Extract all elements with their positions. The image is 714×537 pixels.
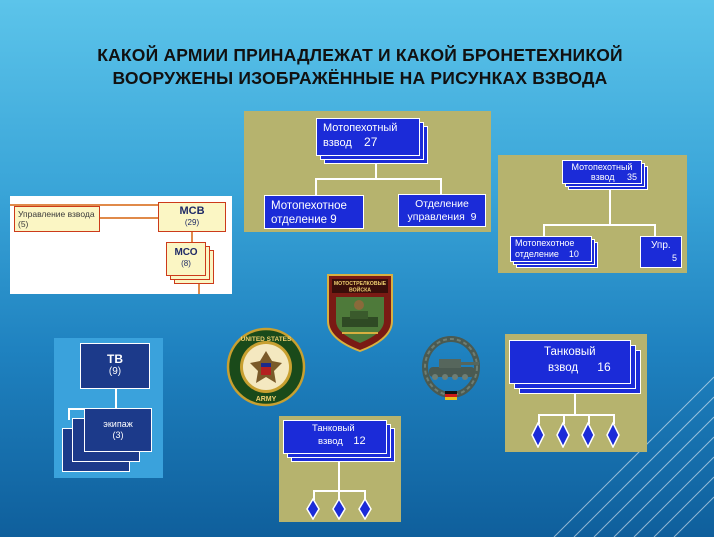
ru-msv-box: МСВ (29) <box>158 202 226 232</box>
connector <box>654 224 656 236</box>
connector <box>115 389 117 408</box>
panel-de-tank: Танковый взвод 16 <box>505 334 647 452</box>
ru-mso-count: (8) <box>181 259 191 268</box>
ru-mso-stack: МСО (8) <box>166 242 214 284</box>
connector <box>338 490 340 500</box>
ru-mso-label: МСО <box>174 247 198 258</box>
german-armor-badge-icon <box>422 336 480 400</box>
de-mech-child1-line1: Мотопехотное <box>515 238 575 248</box>
ru-mgmt-label: Управление взвода (5) <box>18 209 95 229</box>
emblem-ru-text2: ВОЙСКА <box>349 286 371 294</box>
panel-us-mech-platoon: Мотопехотный взвод 27 Мотопехотное отдел… <box>244 111 491 232</box>
ru-msv-label: МСВ <box>179 205 205 217</box>
emblem-us-text1: UNITED STATES <box>241 336 292 343</box>
us-mech-child-squad: Мотопехотное отделение 9 <box>264 195 364 229</box>
connector <box>364 490 366 500</box>
connector <box>313 490 315 500</box>
de-tank-line2: взвод <box>548 362 579 374</box>
us-tank-line1: Танковый <box>312 423 355 434</box>
us-mech-root-count: 27 <box>364 135 378 149</box>
de-mech-child-squad: Мотопехотное отделение 10 <box>510 236 598 268</box>
connector <box>609 190 611 224</box>
connector <box>68 408 70 420</box>
ru-tv-box: ТВ (9) <box>80 343 150 389</box>
connector <box>100 217 158 219</box>
de-mech-child2-count: 5 <box>671 253 677 263</box>
de-tank-root-box: Танковый взвод 16 <box>509 340 641 394</box>
panel-ru-tank: ТВ (9) экипаж (3) <box>54 338 163 478</box>
ru-tv-count: (9) <box>108 366 122 377</box>
us-mech-root-line1: Мотопехотный <box>323 122 398 134</box>
ru-msv-count: (29) <box>184 218 200 227</box>
de-tank-diamond-icons <box>531 422 620 448</box>
connector <box>440 178 442 194</box>
de-mech-root-line2: взвод <box>590 172 615 182</box>
connector <box>10 204 158 206</box>
ru-mgmt-box: Управление взвода (5) <box>14 206 100 232</box>
us-mech-root-line2: взвод <box>323 137 352 149</box>
connector <box>338 462 340 490</box>
de-mech-child2-line1: Упр. <box>651 240 671 251</box>
de-mech-root-box: Мотопехотный взвод 35 <box>562 160 648 190</box>
connector <box>315 178 317 195</box>
us-mech-child1-line2: отделение <box>271 214 328 226</box>
us-mech-root-box: Мотопехотный взвод 27 <box>316 118 428 164</box>
connector <box>574 394 576 414</box>
ru-crew-stack: экипаж (3) <box>58 406 158 474</box>
de-mech-root-count: 35 <box>626 172 637 182</box>
us-mech-child1-line1: Мотопехотное <box>271 200 347 212</box>
connector <box>543 224 545 236</box>
ru-crew-count: (3) <box>112 430 124 440</box>
us-tank-line2: взвод <box>318 436 343 447</box>
panel-de-mech-platoon: Мотопехотный взвод 35 Мотопехотное отдел… <box>498 155 687 273</box>
us-tank-root-box: Танковый взвод 12 <box>283 420 395 462</box>
connector <box>198 284 200 294</box>
us-tank-diamond-icons <box>306 498 372 520</box>
us-army-seal-emblem: UNITED STATES ARMY <box>226 327 306 407</box>
us-mech-child-hq: Отделение управления 9 <box>398 194 486 227</box>
title-line-1: КАКОЙ АРМИИ ПРИНАДЛЕЖАТ И КАКОЙ БРОНЕТЕХ… <box>97 45 623 65</box>
decorative-lines <box>553 376 714 537</box>
emblem-ru-text1: МОТОСТРЕЛКОВЫЕ <box>334 281 387 287</box>
connector <box>543 224 655 226</box>
ru-crew-label: экипаж <box>103 419 133 429</box>
connector <box>563 414 565 424</box>
connector <box>538 414 614 416</box>
us-mech-child2-line1: Отделение <box>415 198 469 210</box>
emblem-us-text2: ARMY <box>256 396 277 403</box>
us-mech-child2-line2: управления <box>407 211 465 223</box>
connector <box>191 232 193 242</box>
panel-ru-msv: Управление взвода (5) МСВ (29) МСО (8) <box>10 196 232 294</box>
de-tank-count: 16 <box>597 360 611 374</box>
de-mech-child-hq: Упр. 5 <box>640 236 682 268</box>
us-mech-child1-count: 9 <box>330 214 337 226</box>
connector <box>613 414 615 424</box>
connector <box>315 178 441 180</box>
de-tank-line1: Танковый <box>544 346 596 358</box>
motor-rifle-troops-emblem: МОТОСТРЕЛКОВЫЕ ВОЙСКА <box>327 274 393 353</box>
title-line-2: ВООРУЖЕНЫ ИЗОБРАЖЁННЫЕ НА РИСУНКАХ ВЗВОД… <box>112 68 608 88</box>
connector <box>588 414 590 424</box>
connector <box>538 414 540 424</box>
ru-tv-label: ТВ <box>107 352 123 366</box>
us-tank-count: 12 <box>353 435 366 447</box>
slide-title: КАКОЙ АРМИИ ПРИНАДЛЕЖАТ И КАКОЙ БРОНЕТЕХ… <box>40 44 680 90</box>
us-mech-child2-count: 9 <box>470 211 477 223</box>
panel-us-tank: Танковый взвод 12 <box>279 416 401 522</box>
de-mech-child1-line2: отделение <box>515 249 559 259</box>
connector <box>375 164 377 178</box>
de-mech-root-line1: Мотопехотный <box>571 162 633 172</box>
de-mech-child1-count: 10 <box>568 249 579 259</box>
